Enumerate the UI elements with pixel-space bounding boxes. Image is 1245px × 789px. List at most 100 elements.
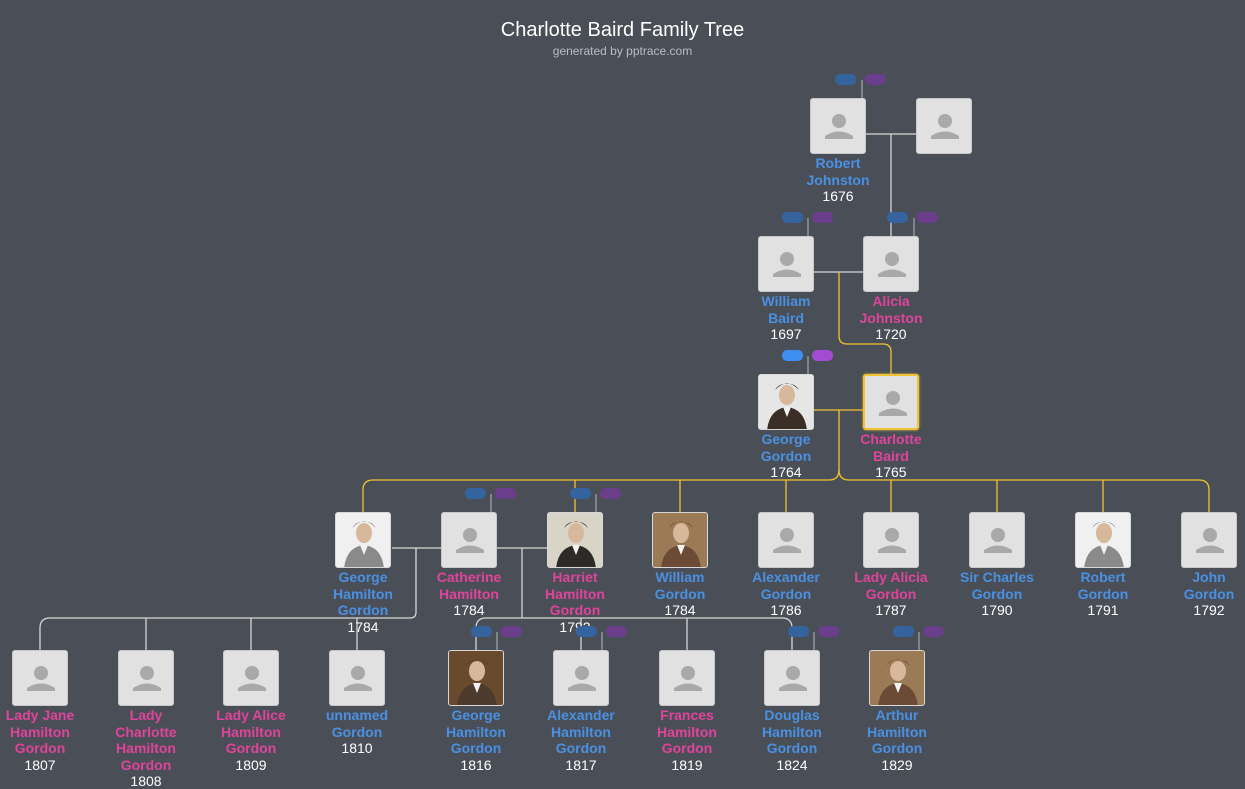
show-parents-button[interactable]	[788, 626, 809, 637]
show-spouses-button[interactable]	[818, 626, 839, 637]
person-birth-year: 1784	[347, 618, 379, 635]
person-name[interactable]: Sir Charles Gordon	[960, 569, 1034, 602]
avatar[interactable]	[12, 650, 68, 706]
avatar[interactable]	[659, 650, 715, 706]
show-spouses-button[interactable]	[495, 488, 516, 499]
avatar[interactable]	[969, 512, 1025, 568]
person-birth-year: 1816	[460, 756, 492, 773]
avatar[interactable]	[758, 236, 814, 292]
person-name[interactable]: Catherine Hamilton	[436, 569, 502, 602]
person-name[interactable]: Alexander Gordon	[752, 569, 820, 602]
avatar[interactable]	[223, 650, 279, 706]
connector-line	[39, 548, 417, 650]
page-title: Charlotte Baird Family Tree	[500, 19, 745, 41]
show-parents-button[interactable]	[782, 350, 803, 361]
show-spouses-button[interactable]	[606, 626, 627, 637]
show-parents-button[interactable]	[576, 626, 597, 637]
person-placeholder-icon	[674, 666, 702, 691]
person-photo[interactable]	[448, 650, 504, 706]
show-spouses-button[interactable]	[812, 212, 833, 223]
show-parents-button[interactable]	[893, 626, 914, 637]
person-photo[interactable]	[1075, 512, 1131, 568]
person-photo[interactable]	[335, 512, 391, 568]
show-parents-button[interactable]	[465, 488, 486, 499]
person-card-unknown_spouse[interactable]	[884, 98, 1004, 154]
avatar[interactable]	[863, 512, 919, 568]
avatar[interactable]	[863, 236, 919, 292]
portrait-photo	[870, 651, 924, 705]
person-name[interactable]: George Hamilton Gordon	[333, 569, 393, 618]
person-name[interactable]: Douglas Hamilton Gordon	[762, 707, 822, 756]
show-spouses-button[interactable]	[812, 350, 833, 361]
person-name[interactable]: Lady Alice Hamilton Gordon	[216, 707, 286, 756]
person-photo[interactable]	[652, 512, 708, 568]
person-name[interactable]: Robert Gordon	[1077, 569, 1129, 602]
person-placeholder-icon	[878, 528, 906, 553]
person-name[interactable]: unnamed Gordon	[325, 707, 389, 740]
avatar[interactable]	[441, 512, 497, 568]
person-name[interactable]: Lady Jane Hamilton Gordon	[5, 707, 75, 756]
person-name[interactable]: Lady Charlotte Hamilton Gordon	[115, 707, 177, 773]
avatar[interactable]	[916, 98, 972, 154]
show-parents-button[interactable]	[887, 212, 908, 223]
avatar[interactable]	[553, 650, 609, 706]
person-name[interactable]: John Gordon	[1183, 569, 1235, 602]
person-photo[interactable]	[758, 374, 814, 430]
avatar[interactable]	[1181, 512, 1237, 568]
person-name[interactable]: Alexander Hamilton Gordon	[547, 707, 615, 756]
person-placeholder-icon	[773, 528, 801, 553]
person-name[interactable]: George Hamilton Gordon	[446, 707, 506, 756]
person-name[interactable]: Charlotte Baird	[860, 431, 922, 464]
avatar[interactable]	[764, 650, 820, 706]
person-name[interactable]: Arthur Hamilton Gordon	[867, 707, 927, 756]
show-spouses-button[interactable]	[600, 488, 621, 499]
person-photo[interactable]	[547, 512, 603, 568]
show-parents-button[interactable]	[471, 626, 492, 637]
show-spouses-button[interactable]	[917, 212, 938, 223]
person-name[interactable]: George Gordon	[760, 431, 812, 464]
show-parents-button[interactable]	[782, 212, 803, 223]
person-name[interactable]: William Baird	[761, 293, 811, 326]
person-photo[interactable]	[869, 650, 925, 706]
person-birth-year: 1792	[1193, 602, 1225, 618]
avatar[interactable]	[863, 374, 919, 430]
person-name[interactable]: Harriet Hamilton Gordon	[545, 569, 605, 618]
show-spouses-button[interactable]	[923, 626, 944, 637]
show-parents-button[interactable]	[570, 488, 591, 499]
avatar[interactable]	[810, 98, 866, 154]
person-name[interactable]: Frances Hamilton Gordon	[657, 707, 717, 756]
person-name[interactable]: Lady Alicia Gordon	[854, 569, 928, 602]
avatar[interactable]	[758, 512, 814, 568]
show-spouses-button[interactable]	[865, 74, 886, 85]
show-spouses-button[interactable]	[501, 626, 522, 637]
person-name[interactable]: Alicia Johnston	[859, 293, 923, 326]
show-parents-button[interactable]	[835, 74, 856, 85]
avatar[interactable]	[329, 650, 385, 706]
person-name[interactable]: Robert Johnston	[806, 155, 870, 188]
person-name[interactable]: William Gordon	[654, 569, 706, 602]
avatar[interactable]	[118, 650, 174, 706]
